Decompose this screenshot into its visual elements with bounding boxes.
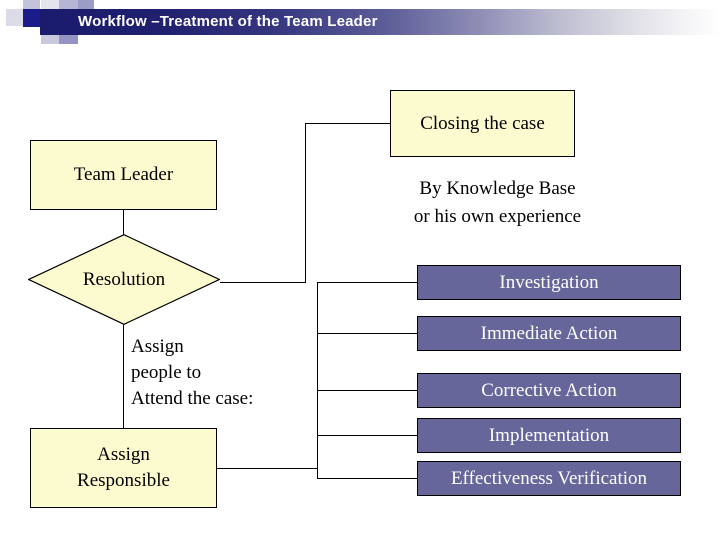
node-assign-responsible-line-1: Assign	[97, 444, 150, 465]
node-step-investigation-label: Investigation	[499, 271, 599, 293]
connector-team-leader-to-diamond	[123, 209, 124, 235]
node-step-implementation[interactable]: Implementation	[417, 418, 681, 453]
deco-square-dark-1	[23, 9, 41, 27]
connector-step-4	[317, 435, 417, 436]
deco-square-faint-1	[6, 9, 23, 26]
connector-diamond-to-trunk	[220, 282, 306, 283]
node-team-leader[interactable]: Team Leader	[30, 140, 217, 210]
node-team-leader-label: Team Leader	[73, 164, 174, 185]
node-step-implementation-label: Implementation	[488, 424, 610, 446]
note-assign-people-line-1: Assign	[131, 336, 184, 357]
deco-square-light-3	[78, 0, 94, 9]
connector-upper-trunk	[305, 123, 306, 283]
node-assign-responsible[interactable]: Assign Responsible	[30, 428, 217, 508]
diamond-shape	[28, 234, 220, 325]
connector-step-1	[317, 282, 417, 283]
page-title: Workflow –Treatment of the Team Leader	[78, 13, 378, 30]
connector-steps-trunk	[317, 282, 318, 478]
connector-step-3	[317, 390, 417, 391]
node-assign-responsible-line-2: Responsible	[77, 470, 170, 491]
node-step-immediate-action[interactable]: Immediate Action	[417, 316, 681, 351]
deco-square-pale-1	[41, 0, 59, 9]
note-assign-people-line-2: people to	[131, 362, 202, 383]
node-closing-the-case[interactable]: Closing the case	[390, 90, 575, 157]
note-assign-people: Assign people to Attend the case:	[131, 334, 331, 412]
node-resolution-label: Resolution	[82, 268, 166, 290]
connector-diamond-to-assign	[123, 325, 124, 428]
connector-assign-responsible-to-trunk	[216, 468, 318, 469]
node-step-effectiveness-verification-label: Effectiveness Verification	[450, 467, 648, 489]
connector-to-closing-case	[305, 123, 390, 124]
node-step-investigation[interactable]: Investigation	[417, 265, 681, 300]
note-assign-people-line-3: Attend the case:	[131, 388, 254, 409]
connector-step-5	[317, 478, 417, 479]
node-closing-the-case-label: Closing the case	[420, 112, 545, 134]
node-step-effectiveness-verification[interactable]: Effectiveness Verification	[417, 461, 681, 496]
node-step-corrective-action[interactable]: Corrective Action	[417, 373, 681, 408]
note-knowledge-base-line-2: or his own experience	[413, 206, 582, 227]
node-resolution[interactable]: Resolution	[28, 234, 220, 325]
node-step-immediate-action-label: Immediate Action	[480, 322, 618, 344]
connector-step-2	[317, 333, 417, 334]
note-knowledge-base: By Knowledge Base or his own experience	[360, 175, 635, 231]
deco-square-light-1	[23, 0, 40, 9]
title-banner	[40, 9, 720, 35]
note-knowledge-base-line-1: By Knowledge Base	[419, 178, 576, 199]
deco-square-light-2	[59, 0, 78, 9]
node-step-corrective-action-label: Corrective Action	[481, 379, 617, 401]
